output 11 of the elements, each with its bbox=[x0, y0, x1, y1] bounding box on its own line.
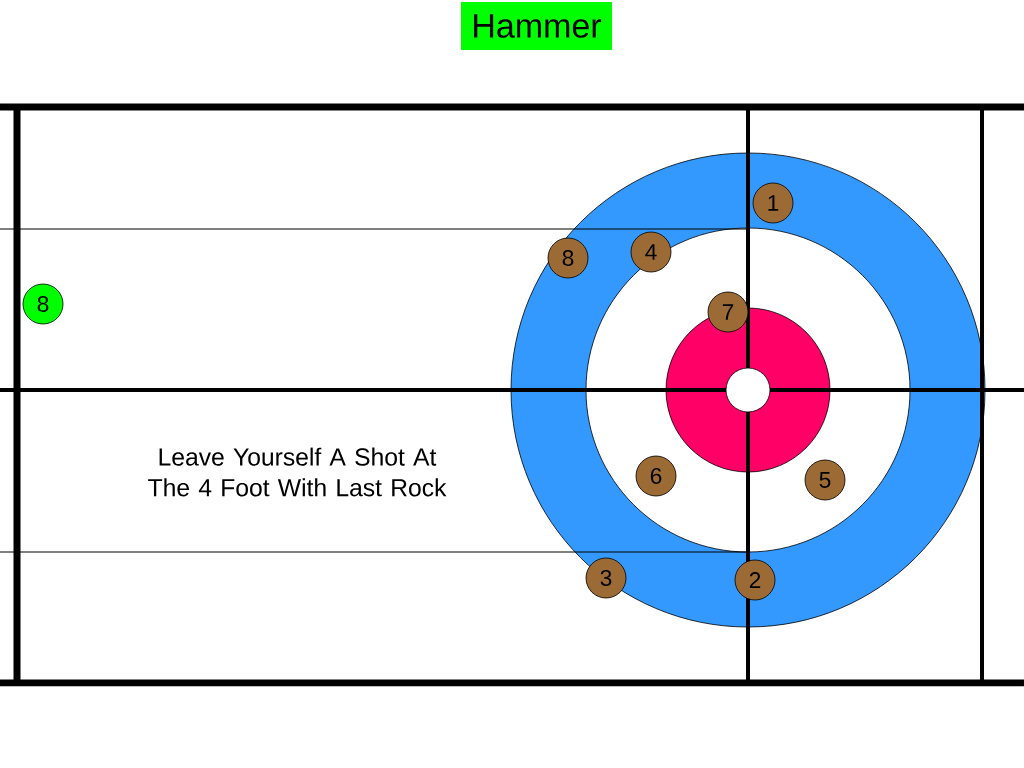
curling-stone: 6 bbox=[635, 455, 677, 497]
curling-stone: 8 bbox=[22, 283, 64, 325]
curling-stone: 3 bbox=[585, 557, 627, 599]
curling-stone: 2 bbox=[734, 559, 776, 601]
heading-box: Hammer bbox=[461, 2, 612, 50]
curling-stone: 4 bbox=[630, 231, 672, 273]
curling-stone: 1 bbox=[752, 182, 794, 224]
curling-stone: 5 bbox=[804, 459, 846, 501]
curling-stone: 8 bbox=[547, 237, 589, 279]
note-text: Leave Yourself A Shot At The 4 Foot With Last Rock bbox=[148, 447, 447, 497]
curling-stone: 7 bbox=[707, 291, 749, 333]
